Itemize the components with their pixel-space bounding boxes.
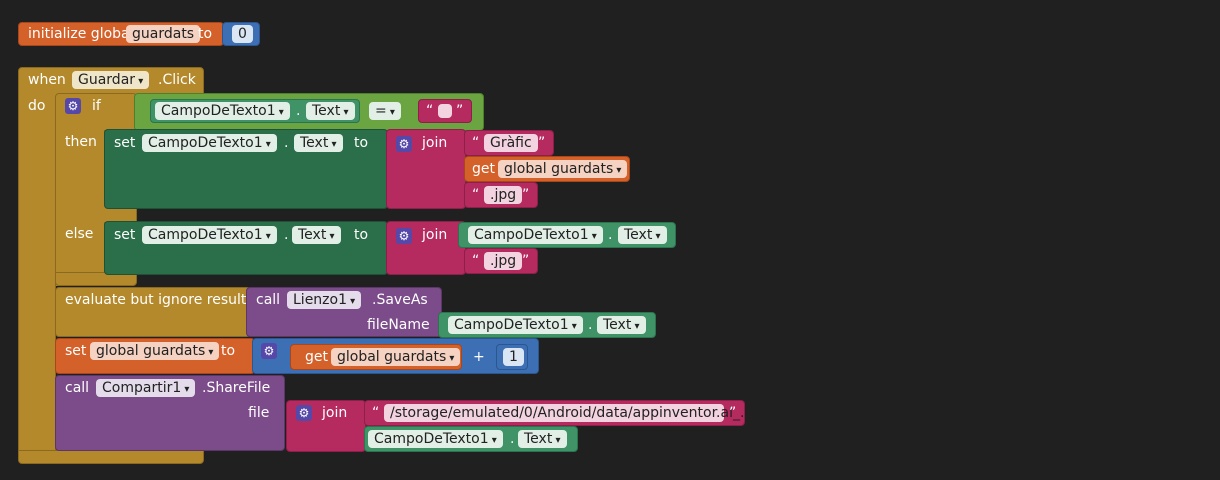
- evaluate-ignore-block[interactable]: [55, 287, 251, 337]
- cond-property-dropdown[interactable]: Text: [306, 102, 355, 120]
- cond-quote-open: “: [426, 103, 434, 119]
- else-arg-dot: .: [608, 227, 613, 243]
- else-component-dropdown[interactable]: CampoDeTexto1: [142, 226, 277, 244]
- path-text-field[interactable]: /storage/emulated/0/Android/data/appinve…: [384, 404, 753, 422]
- number-field[interactable]: 0: [232, 25, 253, 43]
- do-label: do: [28, 98, 46, 114]
- saveas-arg-dot: .: [588, 317, 593, 333]
- else-arg-property-dropdown[interactable]: Text: [618, 226, 667, 244]
- compare-operator-dropdown[interactable]: =: [369, 102, 401, 120]
- gear-icon[interactable]: ⚙: [261, 343, 277, 359]
- add-get-label: get: [305, 349, 328, 365]
- else-to-label: to: [354, 227, 369, 243]
- set-global-var-dropdown[interactable]: global guardats: [90, 342, 220, 360]
- sharefile-arg-dot: .: [510, 431, 515, 447]
- text-field-jpg[interactable]: .jpg: [484, 186, 523, 204]
- gear-icon[interactable]: ⚙: [296, 405, 312, 421]
- then-join-label: join: [422, 135, 448, 151]
- sharefile-join-label: join: [322, 405, 348, 421]
- evaluate-label: evaluate but ignore result: [65, 292, 247, 308]
- saveas-call-label: call: [256, 292, 281, 308]
- then-dot-label: .: [284, 135, 289, 151]
- quote-open: “: [472, 187, 480, 203]
- then-label: then: [65, 134, 97, 150]
- text-field-jpg[interactable]: .jpg: [484, 252, 523, 270]
- quote-open: “: [472, 135, 480, 151]
- sharefile-arg-property-dropdown[interactable]: Text: [518, 430, 567, 448]
- filename-param-label: fileName: [367, 317, 430, 333]
- cond-dot-label: .: [296, 103, 301, 119]
- add-get-var-dropdown[interactable]: global guardats: [331, 348, 461, 366]
- initialize-global-label: initialize global: [28, 26, 134, 42]
- then-component-dropdown[interactable]: CampoDeTexto1: [142, 134, 277, 152]
- quote-open: “: [372, 405, 380, 421]
- cond-component-dropdown[interactable]: CampoDeTexto1: [155, 102, 290, 120]
- else-dot-label: .: [284, 227, 289, 243]
- event-block-bottom: [18, 450, 204, 464]
- quote-close: ”: [729, 405, 737, 421]
- saveas-component-dropdown[interactable]: Lienzo1: [287, 291, 362, 309]
- file-param-label: file: [248, 405, 270, 421]
- event-component-dropdown[interactable]: Guardar: [72, 71, 150, 89]
- empty-text-field[interactable]: [438, 104, 452, 118]
- plus-operator-label: +: [473, 349, 485, 365]
- cond-quote-close: ”: [456, 103, 464, 119]
- sharefile-component-dropdown[interactable]: Compartir1: [96, 379, 196, 397]
- else-join-label: join: [422, 227, 448, 243]
- var-name-field[interactable]: guardats: [126, 25, 201, 43]
- sharefile-call-label: call: [65, 380, 90, 396]
- quote-close: ”: [522, 253, 530, 269]
- number-field[interactable]: 1: [503, 348, 524, 366]
- if-block-bottom: [55, 272, 137, 286]
- saveas-arg-component-dropdown[interactable]: CampoDeTexto1: [448, 316, 583, 334]
- then-to-label: to: [354, 135, 369, 151]
- else-set-label: set: [114, 227, 136, 243]
- quote-close: ”: [538, 135, 546, 151]
- else-property-dropdown[interactable]: Text: [292, 226, 341, 244]
- text-field-grafic[interactable]: Gràfic: [484, 134, 538, 152]
- gear-icon[interactable]: ⚙: [65, 98, 81, 114]
- init-to-label: to: [198, 26, 213, 42]
- sharefile-arg-component-dropdown[interactable]: CampoDeTexto1: [368, 430, 503, 448]
- if-label: if: [92, 98, 101, 114]
- quote-close: ”: [522, 187, 530, 203]
- set-global-label: set: [65, 343, 87, 359]
- gear-icon[interactable]: ⚙: [396, 136, 412, 152]
- then-set-label: set: [114, 135, 136, 151]
- saveas-arg-property-dropdown[interactable]: Text: [597, 316, 646, 334]
- then-property-dropdown[interactable]: Text: [294, 134, 343, 152]
- get-label: get: [472, 161, 495, 177]
- quote-open: “: [472, 253, 480, 269]
- else-arg-component-dropdown[interactable]: CampoDeTexto1: [468, 226, 603, 244]
- get-var-dropdown[interactable]: global guardats: [498, 160, 628, 178]
- if-block-mid: [55, 206, 137, 222]
- event-name-label: .Click: [158, 72, 196, 88]
- else-label: else: [65, 226, 94, 242]
- sharefile-method-label: .ShareFile: [202, 380, 271, 396]
- gear-icon[interactable]: ⚙: [396, 228, 412, 244]
- set-global-to-label: to: [221, 343, 236, 359]
- when-label: when: [28, 72, 66, 88]
- saveas-method-label: .SaveAs: [372, 292, 428, 308]
- event-block-spine: [18, 96, 56, 456]
